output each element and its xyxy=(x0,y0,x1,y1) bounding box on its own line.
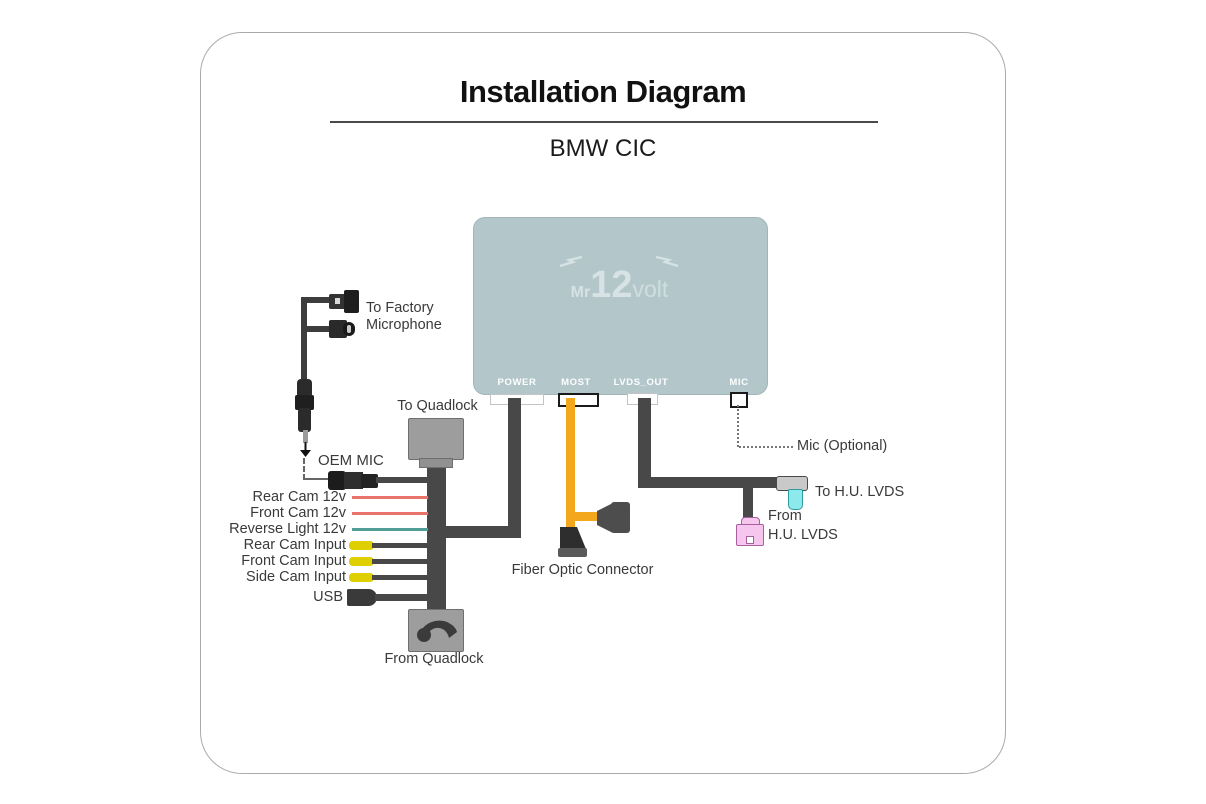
mic-plug-mid xyxy=(295,395,314,410)
from-hu-lvds-line1: From xyxy=(768,508,802,524)
front-cam-12v-wire xyxy=(352,512,428,515)
mic-dotted-line-horizontal xyxy=(739,446,793,448)
from-hu-lvds-label: From H.U. LVDS xyxy=(768,507,838,545)
side-cam-input-wire xyxy=(372,575,428,580)
factory-mic-connector-2-notch xyxy=(347,325,351,333)
fiber-optic-side-connector xyxy=(611,502,630,533)
front-cam-input-label: Front Cam Input xyxy=(241,553,346,569)
most-port xyxy=(558,393,599,407)
oem-mic-label: OEM MIC xyxy=(318,452,384,469)
lightning-left-icon xyxy=(559,255,583,268)
to-quadlock-tab xyxy=(419,458,453,468)
lvds-branch-cable xyxy=(743,488,753,520)
power-cable-vertical xyxy=(508,398,521,538)
from-quadlock-label: From Quadlock xyxy=(384,651,484,667)
from-hu-lvds-connector xyxy=(736,524,764,546)
oem-mic-jack-mid xyxy=(344,472,363,489)
mic-plug-body xyxy=(298,408,311,432)
to-factory-microphone-label: To Factory Microphone xyxy=(366,300,442,333)
fiber-optic-side-plug-icon xyxy=(597,503,613,533)
from-hu-lvds-pin xyxy=(746,536,754,544)
rear-cam-12v-label: Rear Cam 12v xyxy=(252,489,346,505)
front-cam-12v-label: Front Cam 12v xyxy=(250,505,346,521)
plug-to-jack-line-vertical xyxy=(303,458,305,480)
quadlock-trunk-cable xyxy=(427,463,446,610)
cable-swoosh-icon xyxy=(417,620,457,642)
to-quadlock-label: To Quadlock xyxy=(397,398,478,414)
page-subtitle: BMW CIC xyxy=(549,135,657,162)
diagram-card xyxy=(200,32,1006,774)
to-hu-lvds-plug xyxy=(788,489,803,510)
fiber-optic-end-connector xyxy=(560,527,586,549)
oem-mic-jack-end xyxy=(361,474,378,488)
from-quadlock-connector xyxy=(408,609,464,652)
rear-cam-input-label: Rear Cam Input xyxy=(243,537,346,553)
reverse-light-12v-label: Reverse Light 12v xyxy=(229,521,346,537)
factory-mic-connector-2 xyxy=(329,320,347,338)
to-quadlock-connector xyxy=(408,418,464,460)
lightning-right-icon xyxy=(655,255,679,268)
lvds-cable-vertical xyxy=(638,398,651,488)
fiber-optic-end-base xyxy=(558,548,587,557)
down-arrow-icon xyxy=(300,442,311,457)
logo-number: 12 xyxy=(590,264,633,306)
mic-plug-top xyxy=(297,379,312,398)
rear-cam-input-wire xyxy=(372,543,428,548)
port-label-most: MOST xyxy=(561,377,591,388)
port-label-mic: MIC xyxy=(729,377,749,388)
from-hu-lvds-line2: H.U. LVDS xyxy=(768,527,838,543)
mic-dotted-line-vertical xyxy=(737,405,739,447)
side-cam-input-label: Side Cam Input xyxy=(246,569,346,585)
rear-cam-12v-wire xyxy=(352,496,428,499)
plug-to-jack-line-horizontal xyxy=(303,478,330,480)
title-divider xyxy=(330,121,878,123)
oem-mic-wire xyxy=(376,477,428,483)
mic-optional-label: Mic (Optional) xyxy=(797,438,888,454)
power-cable-horizontal xyxy=(427,526,521,538)
front-cam-input-connector xyxy=(349,557,374,566)
port-label-lvds-out: LVDS_OUT xyxy=(613,377,669,388)
device-box xyxy=(473,217,768,395)
lvds-cable-horizontal xyxy=(638,477,778,488)
to-hu-lvds-label: To H.U. LVDS xyxy=(815,484,905,500)
factory-mic-connector-1-housing xyxy=(344,290,359,313)
most-cable-branch xyxy=(570,512,600,521)
reverse-light-12v-wire xyxy=(352,528,428,531)
most-cable-vertical xyxy=(566,398,575,530)
oem-mic-jack xyxy=(328,471,346,490)
factory-mic-branch-1 xyxy=(301,297,331,303)
page-title: Installation Diagram xyxy=(459,74,747,109)
logo-prefix: Mr xyxy=(570,284,591,301)
logo-suffix: volt xyxy=(632,276,669,302)
usb-wire xyxy=(375,594,428,601)
usb-label: USB xyxy=(313,589,343,605)
factory-mic-connector-1-notch xyxy=(335,298,340,304)
factory-mic-cable xyxy=(301,297,307,383)
rear-cam-input-connector xyxy=(349,541,374,550)
mic-plug-tip xyxy=(303,430,308,443)
port-label-power: POWER xyxy=(497,377,537,388)
front-cam-input-wire xyxy=(372,559,428,564)
usb-connector xyxy=(347,589,377,606)
fiber-optic-connector-label: Fiber Optic Connector xyxy=(511,562,654,578)
side-cam-input-connector xyxy=(349,573,374,582)
factory-mic-branch-2 xyxy=(301,326,331,332)
mic-port xyxy=(730,392,748,408)
